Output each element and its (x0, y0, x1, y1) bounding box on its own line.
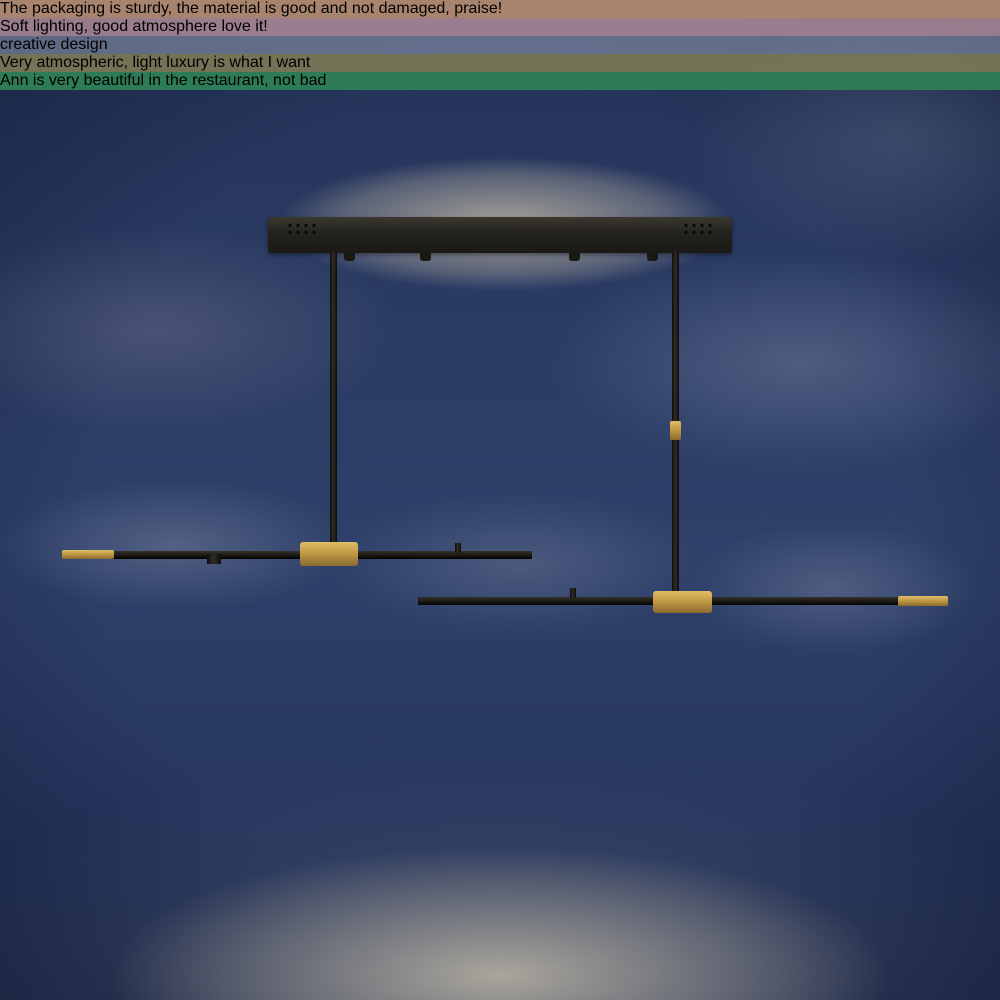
review-text: The packaging is sturdy, the material is… (0, 0, 503, 17)
canopy-tab (569, 252, 580, 261)
review-text: Ann is very beautiful in the restaurant,… (0, 72, 327, 89)
review-bubble-packaging: The packaging is sturdy, the material is… (0, 0, 1000, 18)
review-bubble-soft-lighting: Soft lighting, good atmosphere love it! (0, 18, 1000, 36)
bulb-glow (125, 494, 174, 543)
globe-stem (570, 588, 576, 598)
review-text: Soft lighting, good atmosphere love it! (0, 18, 268, 35)
canopy-tab (344, 252, 355, 261)
gold-connector-upper (300, 542, 358, 566)
glass-globe-3 (418, 458, 500, 540)
gold-connector-lower (653, 591, 712, 613)
drop-rod-left (330, 252, 337, 552)
vent-holes-left (286, 222, 320, 236)
review-text: Very atmospheric, light luxury is what I… (0, 54, 311, 71)
bulb-glow (534, 506, 577, 549)
gold-spotlight-cylinder (305, 564, 352, 650)
review-bubble-restaurant: Ann is very beautiful in the restaurant,… (0, 72, 1000, 90)
bulb-glow (418, 458, 464, 504)
glass-globe-6 (786, 540, 876, 630)
review-bubble-atmospheric: Very atmospheric, light luxury is what I… (0, 54, 1000, 72)
gold-rod-sleeve (670, 421, 681, 440)
review-text: creative design (0, 36, 108, 53)
gold-arm-tip-left (62, 550, 114, 559)
ceiling-canopy-bar (268, 217, 732, 253)
gold-finial-ball (674, 611, 689, 626)
glass-globe-5 (489, 618, 569, 698)
bulb-glow (489, 618, 535, 664)
vent-holes-right (682, 222, 714, 236)
gold-arm-tip-right (898, 596, 948, 606)
globe-stem (455, 543, 461, 553)
canopy-tab (647, 252, 658, 261)
review-bubble-creative-design: creative design (0, 36, 1000, 54)
glass-globe-4 (534, 506, 613, 585)
canopy-tab (420, 252, 431, 261)
bulb-glow (786, 540, 838, 592)
globe-stem (207, 554, 221, 564)
